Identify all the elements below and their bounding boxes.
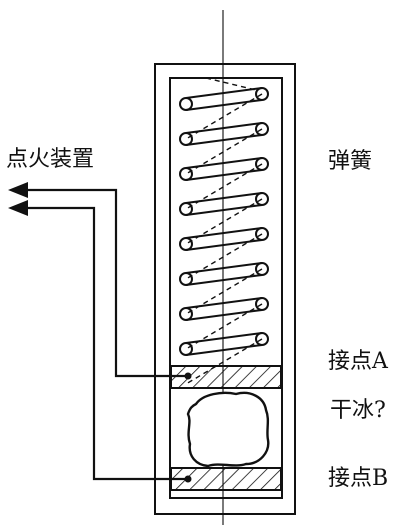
spring-front-coil	[185, 297, 263, 309]
spring-front-coil	[185, 274, 263, 286]
spring-loop	[179, 237, 193, 251]
spring-front-coil	[185, 87, 263, 99]
spring-loop	[179, 132, 193, 146]
spring-front-coil	[185, 332, 263, 344]
spring-front-coil	[185, 99, 263, 111]
spring-front-coil	[185, 169, 263, 181]
spring-loop	[255, 122, 269, 136]
spring-loop	[255, 262, 269, 276]
ignition-device-label: 点火装置	[6, 147, 95, 172]
spring-loop	[179, 167, 193, 181]
arrow-up-head	[8, 182, 28, 198]
spring-label: 弹簧	[328, 149, 373, 174]
spring-front-coil	[185, 204, 263, 216]
outer-housing	[154, 63, 296, 515]
spring-loop	[255, 87, 269, 101]
spring-front-coil	[185, 262, 263, 274]
spring-front-coil	[185, 309, 263, 321]
spring-top-end	[205, 77, 257, 91]
spring-front-coil	[185, 122, 263, 134]
dry-ice-block	[186, 391, 270, 468]
spring-front-coil	[185, 134, 263, 146]
spring-loop	[255, 332, 269, 346]
contact-a-label: 接点A	[328, 349, 388, 374]
inner-tube	[169, 77, 283, 499]
spring-loop	[255, 157, 269, 171]
spring-loop	[255, 297, 269, 311]
spring-front-coil	[185, 239, 263, 251]
spring-front-coil	[185, 192, 263, 204]
spring-loop	[179, 307, 193, 321]
dry-ice-label: 干冰?	[330, 398, 386, 423]
spring-front-coil	[185, 157, 263, 169]
spring-loop	[179, 202, 193, 216]
spring-front-coil	[185, 227, 263, 239]
contact-b-label: 接点B	[328, 466, 389, 491]
contact-b-terminal	[184, 475, 192, 483]
wire-contact-b	[22, 206, 188, 481]
spring-loop	[179, 97, 193, 111]
spring-loop	[255, 192, 269, 206]
contact-a-terminal	[184, 372, 192, 380]
wire-contact-a	[22, 188, 188, 378]
spring-loop	[179, 342, 193, 356]
spring-front-coil	[185, 344, 263, 356]
arrow-low-head	[8, 200, 28, 216]
spring	[179, 77, 269, 385]
spring-loop	[255, 227, 269, 241]
spring-loop	[179, 272, 193, 286]
